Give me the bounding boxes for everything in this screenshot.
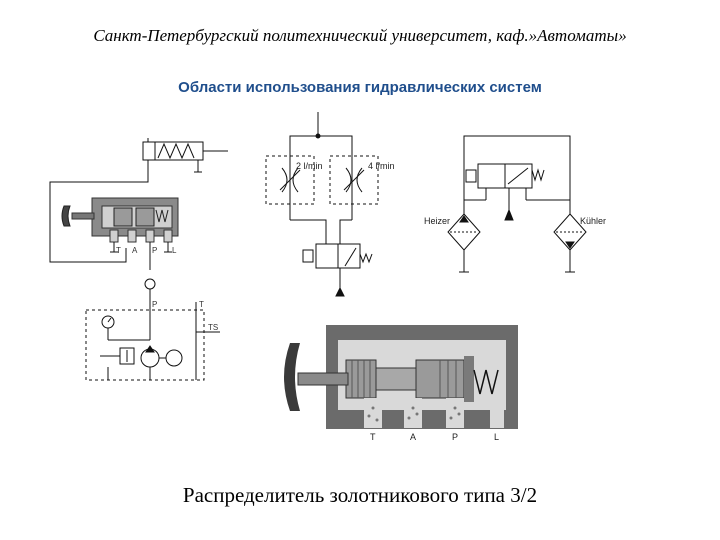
supply-p-label: P [152, 300, 157, 309]
throttle-valve-right [329, 155, 379, 205]
tank-t-label: T [199, 300, 204, 309]
mini-port-a-label: A [132, 246, 138, 255]
heat-exchanger-diagram [447, 135, 587, 273]
valve-circuit-diagram [49, 138, 228, 381]
mini-port-l-label: L [172, 246, 177, 255]
cooler-label: Kühler [580, 216, 606, 226]
left-flow-label: 2 l/min [296, 161, 323, 171]
university-header: Санкт-Петербургский политехнический унив… [93, 26, 627, 45]
flow-control-diagram [265, 112, 379, 297]
port-l-channel [490, 398, 504, 428]
spool-valve-diagram [284, 325, 518, 429]
right-flow-label: 4 l/min [368, 161, 395, 171]
spool-port-t-label: T [370, 432, 376, 442]
spool-port-p-label: P [452, 432, 458, 442]
port-p-channel [446, 398, 464, 428]
port-t-channel [364, 398, 382, 428]
power-unit-box [85, 309, 205, 381]
cylinder-spring [157, 142, 195, 160]
return-spring [473, 369, 499, 395]
tank-ts-label: TS [208, 323, 218, 332]
spool-port-l-label: L [494, 432, 499, 442]
heater-label: Heizer [424, 216, 450, 226]
port-a-channel [404, 398, 422, 428]
pipe-cylinder-valve [49, 160, 149, 263]
slide-title: Области использования гидравлических сис… [178, 79, 542, 96]
motor-icon [165, 349, 183, 367]
mini-port-t-label: T [116, 246, 121, 255]
spool-port-a-label: A [410, 432, 416, 442]
figure-caption: Распределитель золотникового типа 3/2 [182, 483, 538, 507]
mini-port-p-label: P [152, 246, 157, 255]
push-knob[interactable] [284, 343, 300, 411]
